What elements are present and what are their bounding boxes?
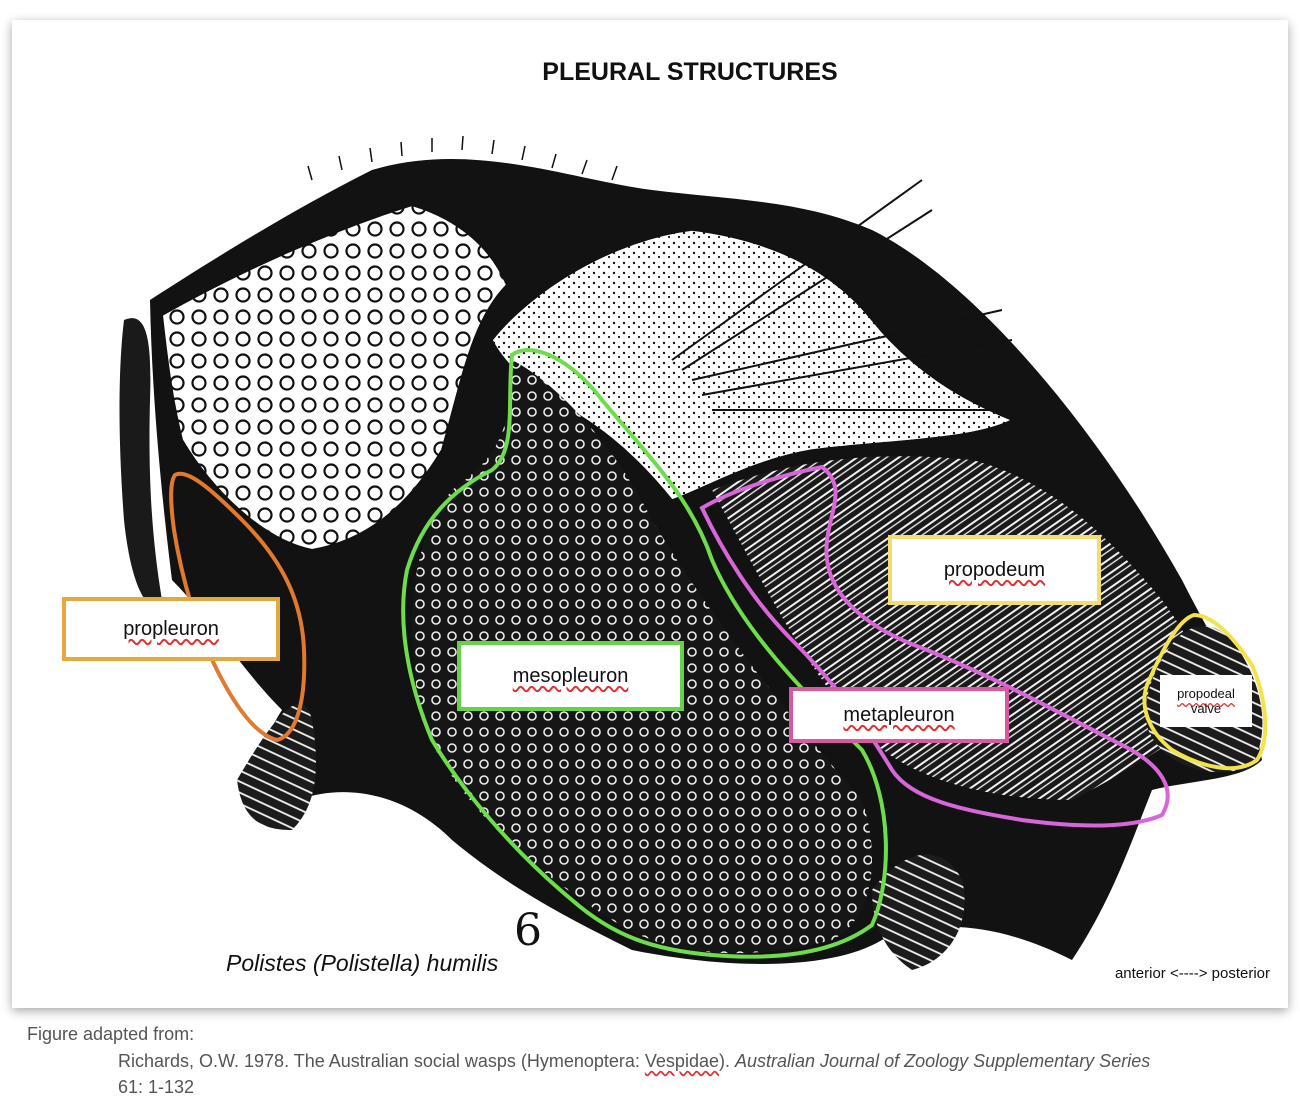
propleuron-label-text: propleuron xyxy=(123,617,219,640)
citation-family: Vespidae xyxy=(644,1051,719,1071)
wing-base-texture xyxy=(491,229,1014,501)
propleuron-label: propleuron xyxy=(62,597,280,661)
anterior-edge xyxy=(119,318,162,606)
mesopleuron-label-text: mesopleuron xyxy=(512,664,629,687)
setae xyxy=(307,135,618,181)
propodeal-valve-label-line1: propodeal xyxy=(1177,686,1235,701)
citation-after: ). xyxy=(718,1051,735,1071)
citation-pages: 61: 1-132 xyxy=(118,1077,195,1097)
mesopleuron-outline xyxy=(401,348,888,959)
species-name: Polistes (Polistella) humilis xyxy=(226,950,499,976)
citation-text: Richards, O.W. 1978. The Australian soci… xyxy=(118,1051,645,1071)
caption-heading: Figure adapted from: xyxy=(27,1024,195,1044)
propodeal-valve-label-line2: valve xyxy=(1190,701,1222,716)
propodeum-label-text: propodeum xyxy=(943,558,1046,581)
citation-journal: Australian Journal of Zoology Supplement… xyxy=(734,1051,1151,1071)
propodeum-label: propodeum xyxy=(888,535,1101,605)
wasp-thorax-illustration xyxy=(119,135,1268,970)
mesopleuron-label: mesopleuron xyxy=(457,641,684,711)
propodeal-valve-label: propodeal valve xyxy=(1160,675,1252,727)
figure-number: 6 xyxy=(514,905,542,956)
figure-card: PLEURAL STRUCTURES propleuron mesopleuro… xyxy=(12,20,1288,1008)
propodeal-valve-outline xyxy=(1142,612,1268,771)
orientation-legend: anterior <----> posterior xyxy=(1114,965,1270,982)
caption-citation: Richards, O.W. 1978. The Australian soci… xyxy=(118,1048,1278,1100)
pronotum-texture xyxy=(160,203,509,552)
metapleuron-label-text: metapleuron xyxy=(843,703,955,726)
metapleuron-label: metapleuron xyxy=(789,687,1009,743)
fore-coxa xyxy=(237,703,316,830)
propleuron-outline xyxy=(169,471,307,743)
wing-veins xyxy=(671,179,1032,411)
figure-title: PLEURAL STRUCTURES xyxy=(542,58,838,86)
hind-coxa xyxy=(872,854,965,970)
